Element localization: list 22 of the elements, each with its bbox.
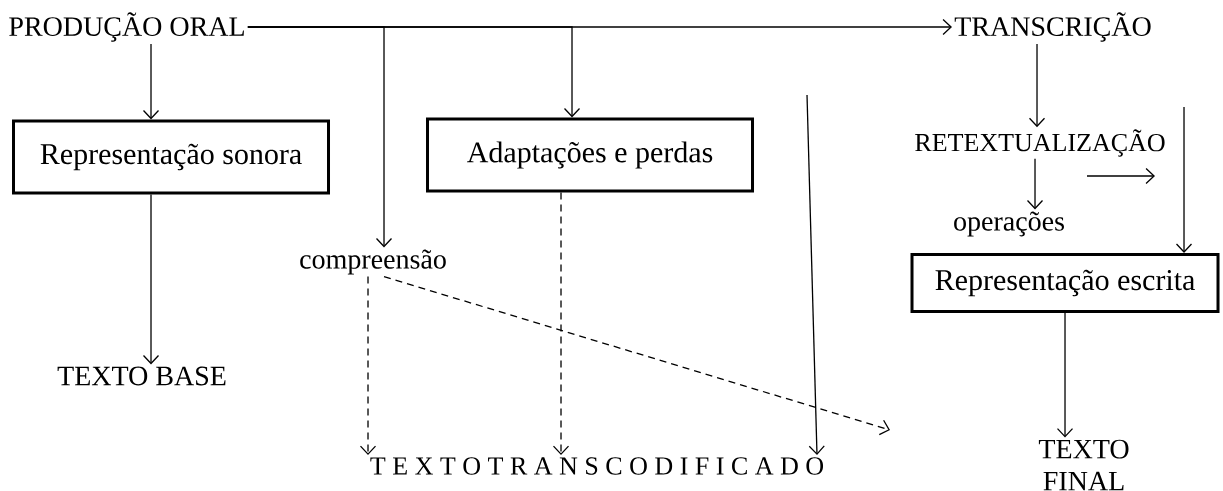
arrow xyxy=(359,275,377,456)
arrow xyxy=(247,26,581,118)
node-text: TRANSCRIÇÃO xyxy=(954,12,1151,42)
arrow xyxy=(552,191,570,456)
arrow xyxy=(1028,43,1046,128)
node-text: compreensão xyxy=(300,249,446,275)
arrow xyxy=(383,275,890,436)
node-text: operações xyxy=(954,211,1064,237)
arrow xyxy=(1056,312,1074,438)
arrow xyxy=(806,94,825,456)
arrow xyxy=(1026,158,1044,210)
node-text: RETEXTUALIZAÇÃO xyxy=(915,129,1165,157)
arrow xyxy=(142,43,160,120)
arrow xyxy=(142,193,160,365)
node-text: TEXTO FINAL xyxy=(1038,439,1129,491)
node-text: T E X T O T R A N S C O D I F I C A D O xyxy=(370,457,824,475)
process-box: Representação escrita xyxy=(910,253,1220,313)
node-text: PRODUÇÃO ORAL xyxy=(9,12,244,42)
process-box: Adaptações e perdas xyxy=(426,117,754,193)
node-text: TEXTO BASE xyxy=(57,366,226,386)
arrow xyxy=(1175,106,1193,253)
process-box: Representação sonora xyxy=(12,119,330,195)
